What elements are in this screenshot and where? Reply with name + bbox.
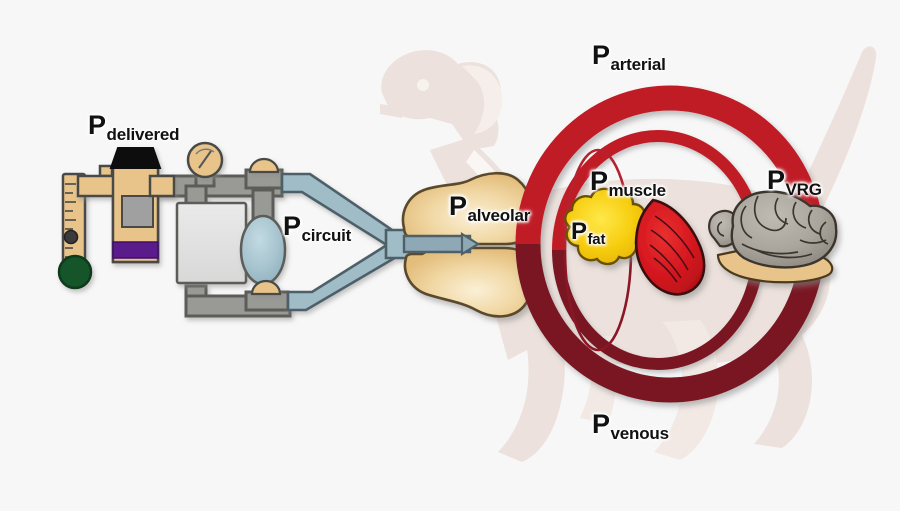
inspiratory-one-way-valve	[248, 157, 280, 174]
vaporizer[interactable]	[76, 147, 176, 264]
systemic-circulation-outer	[515, 85, 825, 403]
vaporizer-sight-glass	[121, 195, 154, 228]
vaporizer-agent-band	[112, 241, 159, 259]
expiratory-one-way-valve	[250, 279, 282, 296]
flowmeter-float-ball	[63, 229, 79, 245]
vaporizer-dial-cap[interactable]	[109, 147, 162, 169]
muscle-tissue	[634, 198, 706, 296]
venous-vessel-outer	[515, 243, 825, 403]
capillary-venous-inner	[563, 249, 633, 352]
arterial-vessel-outer	[515, 85, 825, 245]
reservoir-bag	[239, 214, 287, 286]
vaporizer-outlet-arm	[148, 174, 176, 198]
brain-gyri-lines	[716, 195, 829, 259]
oxygen-flow-knob[interactable]	[57, 254, 93, 290]
endotracheal-tube	[402, 232, 481, 256]
brain-vessel-rich-group	[708, 190, 838, 284]
y-piece-breathing-hoses	[280, 172, 418, 312]
pressure-gauge	[186, 141, 224, 179]
muscle-fiber-lines	[649, 215, 695, 283]
gauge-arc	[195, 148, 215, 155]
co2-absorber-canister	[175, 201, 248, 285]
gauge-needle	[198, 150, 212, 169]
oxygen-flowmeter[interactable]	[57, 172, 93, 290]
